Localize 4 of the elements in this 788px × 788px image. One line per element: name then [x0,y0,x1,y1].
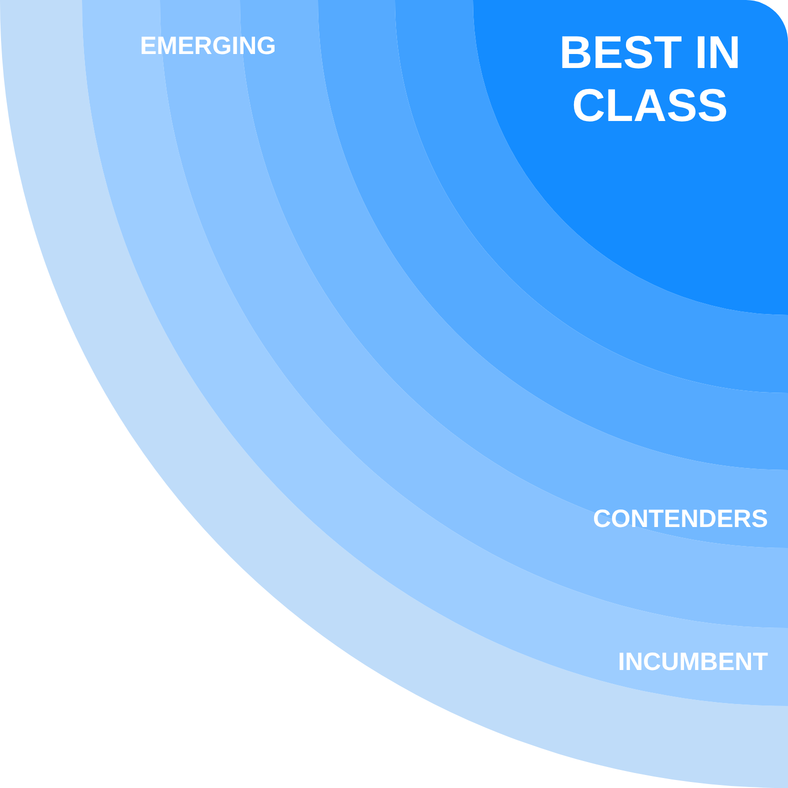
band-label: CONTENDERS [592,505,768,534]
band-label: EMERGING [140,32,278,61]
band-label: BEST IN CLASS [558,26,742,132]
band-label: INCUMBENT [617,648,768,677]
